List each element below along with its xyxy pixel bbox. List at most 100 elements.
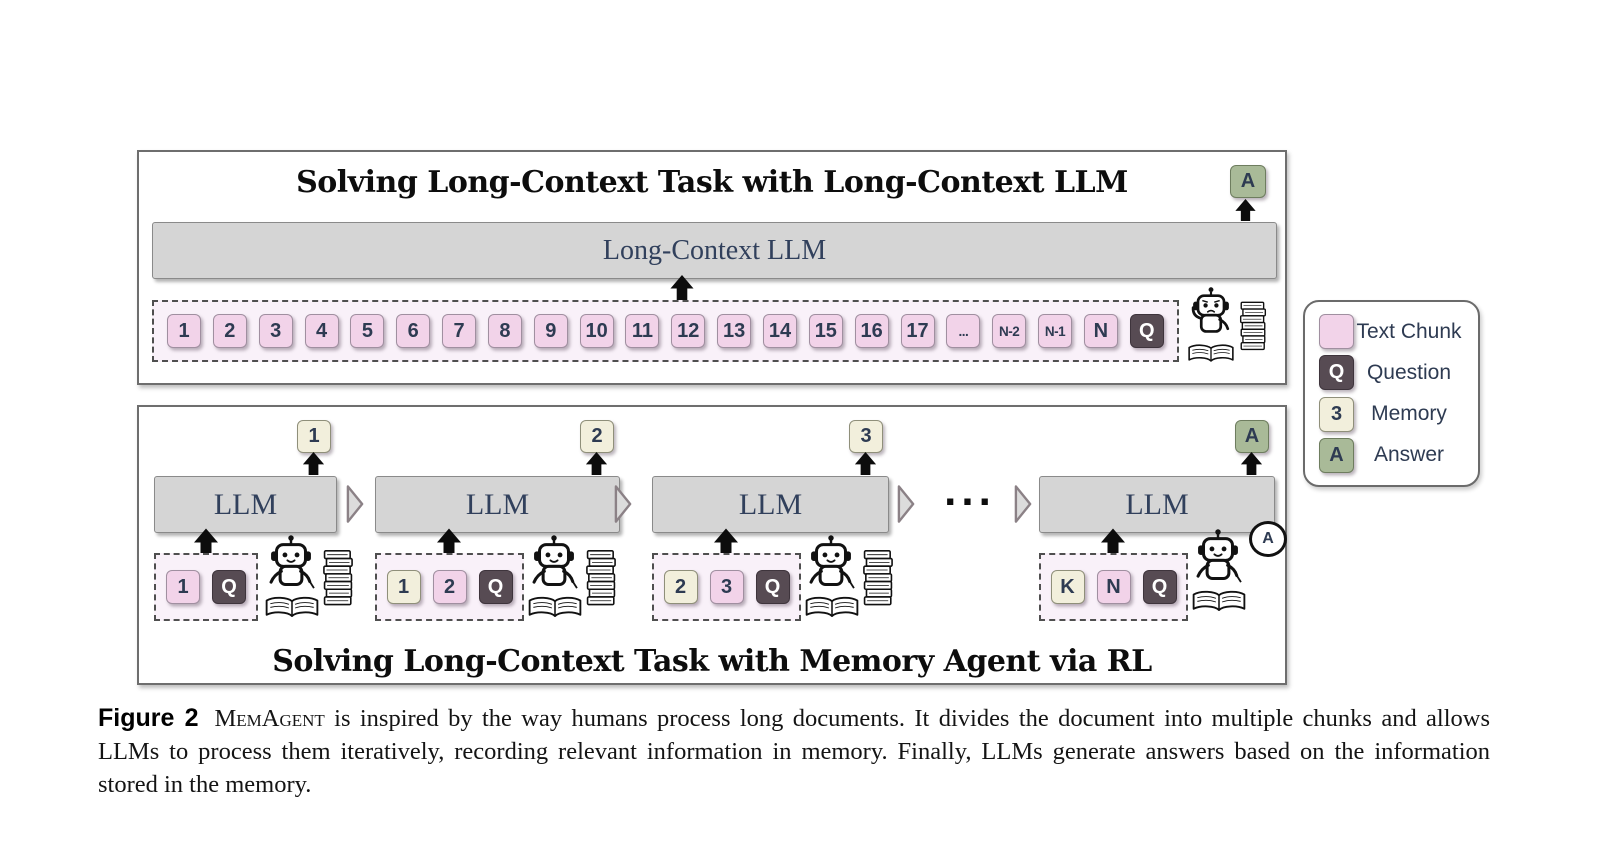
book-stack-icon xyxy=(323,550,353,606)
question-tile: Q xyxy=(1142,570,1177,604)
text-chunk-swatch xyxy=(1319,314,1354,349)
text-chunk-tile: 1 xyxy=(166,570,200,604)
open-book-icon xyxy=(1188,344,1234,362)
llm-box: LLM xyxy=(154,476,337,533)
chevron-right-icon xyxy=(614,485,632,523)
legend-item-memory: 3 Memory xyxy=(1319,396,1464,432)
up-arrow-icon xyxy=(302,452,325,475)
robot-icon xyxy=(532,535,579,590)
figure-label: Figure 2 xyxy=(98,704,199,732)
open-book-icon xyxy=(805,596,859,617)
robot-icon xyxy=(1196,529,1243,584)
text-chunk-tile: 3 xyxy=(709,570,744,604)
robot-icon xyxy=(269,535,316,590)
long-context-llm-box: Long-Context LLM xyxy=(152,222,1277,279)
legend-item-text-chunk: Text Chunk xyxy=(1319,314,1464,349)
legend-label: Memory xyxy=(1371,402,1447,426)
text-chunk-tile: 7 xyxy=(442,314,477,348)
confused-robot-icon xyxy=(1185,287,1267,368)
text-chunk-tile: N-2 xyxy=(992,314,1027,348)
text-chunk-tile: 4 xyxy=(304,314,339,348)
llm-box: LLM xyxy=(1039,476,1275,533)
answer-tile: A xyxy=(1230,165,1266,198)
agent-step-1: 1 LLM 1 Q xyxy=(154,407,353,687)
text-chunk-tile: 14 xyxy=(762,314,797,348)
answer-tile: A xyxy=(1235,420,1269,453)
text-chunk-tile: 8 xyxy=(487,314,522,348)
long-context-llm-panel: Solving Long-Context Task with Long-Cont… xyxy=(137,150,1287,385)
legend-label: Question xyxy=(1366,360,1452,384)
legend: Text Chunk Q Question 3 Memory A Answer xyxy=(1303,300,1480,487)
open-book-icon xyxy=(528,596,582,617)
agent-step-final: A LLM K N Q A xyxy=(1039,407,1287,687)
llm-box: LLM xyxy=(652,476,889,533)
input-context-box: 1 2 Q xyxy=(375,553,524,621)
text-chunk-tile: 3 xyxy=(258,314,293,348)
robot-icon xyxy=(809,535,856,590)
text-chunk-tile: 13 xyxy=(717,314,752,348)
up-arrow-icon xyxy=(1235,199,1256,221)
chevron-right-icon xyxy=(897,485,915,523)
input-context-box: 1 Q xyxy=(154,553,258,621)
text-chunk-tile: 5 xyxy=(350,314,385,348)
long-context-llm-label: Long-Context LLM xyxy=(602,234,827,266)
up-arrow-icon xyxy=(1101,528,1125,555)
memory-swatch: 3 xyxy=(1319,396,1354,432)
text-chunk-tile: 6 xyxy=(396,314,431,348)
llm-label: LLM xyxy=(465,487,530,521)
bottom-panel-title: Solving Long-Context Task with Memory Ag… xyxy=(272,644,1152,679)
ellipsis-dots: ... xyxy=(944,466,996,515)
robot-reading-icon xyxy=(525,535,617,625)
memory-output-tile: 3 xyxy=(849,420,883,453)
text-chunk-tile: N xyxy=(1096,570,1131,604)
memory-output-tile: 1 xyxy=(297,420,331,453)
input-context-box: 2 3 Q xyxy=(652,553,801,621)
open-book-icon xyxy=(265,596,319,617)
up-arrow-icon xyxy=(437,528,461,555)
brand-name: MemAgent xyxy=(214,705,325,732)
book-stack-icon xyxy=(1239,301,1267,351)
text-chunk-tile: 16 xyxy=(854,314,889,348)
legend-label: Answer xyxy=(1373,443,1445,467)
text-chunk-tile: 15 xyxy=(808,314,843,348)
up-arrow-icon xyxy=(1240,452,1263,475)
robot-answering-icon: A xyxy=(1189,521,1287,619)
legend-item-question: Q Question xyxy=(1319,355,1464,391)
up-arrow-icon xyxy=(194,528,218,555)
robot-reading-icon xyxy=(262,535,354,625)
text-chunk-tile: ... xyxy=(946,314,981,348)
robot-reading-icon xyxy=(802,535,894,625)
legend-label: Text Chunk xyxy=(1356,319,1462,343)
text-chunk-tile: 2 xyxy=(432,570,467,604)
question-swatch: Q xyxy=(1319,355,1354,391)
sad-robot-icon xyxy=(1191,287,1231,333)
text-chunk-tile: 11 xyxy=(625,314,660,348)
agent-step-2: 2 LLM 1 2 Q xyxy=(375,407,620,687)
llm-label: LLM xyxy=(213,487,278,521)
chevron-right-icon xyxy=(346,485,364,523)
memory-agent-panel: 1 LLM 1 Q 2 LLM 1 xyxy=(137,405,1287,685)
question-tile: Q xyxy=(478,570,513,604)
top-panel-title: Solving Long-Context Task with Long-Cont… xyxy=(296,165,1128,200)
input-context-box: K N Q xyxy=(1039,553,1188,621)
legend-item-answer: A Answer xyxy=(1319,437,1464,473)
text-chunk-tile: 12 xyxy=(671,314,706,348)
llm-box: LLM xyxy=(375,476,620,533)
agent-step-3: 3 LLM 2 3 Q xyxy=(652,407,893,687)
text-chunk-tile: 1 xyxy=(167,314,201,348)
up-arrow-icon xyxy=(854,452,877,475)
book-stack-icon xyxy=(586,550,616,606)
text-chunk-tile: 9 xyxy=(533,314,568,348)
up-arrow-icon xyxy=(714,528,738,555)
text-chunk-tile: 17 xyxy=(900,314,935,348)
text-chunk-tile: N-1 xyxy=(1038,314,1073,348)
question-tile: Q xyxy=(1129,314,1164,348)
memory-tile: 1 xyxy=(386,570,421,604)
llm-label: LLM xyxy=(738,487,803,521)
memory-output-tile: 2 xyxy=(580,420,614,453)
up-arrow-icon xyxy=(585,452,608,475)
text-chunk-tile: N xyxy=(1083,314,1118,348)
